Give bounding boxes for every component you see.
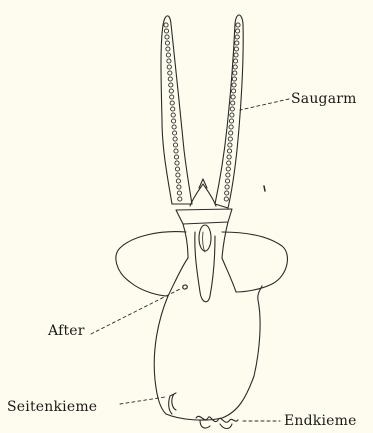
- sucker: [166, 53, 170, 57]
- sucker: [225, 191, 229, 195]
- label-after: After: [48, 323, 85, 339]
- beak: [190, 184, 216, 206]
- sucker: [228, 137, 232, 141]
- sucker: [173, 131, 177, 135]
- sucker: [178, 197, 182, 201]
- sucker: [172, 125, 176, 129]
- sucker: [230, 113, 234, 117]
- label-saugarm: Saugarm: [291, 91, 357, 107]
- sucker: [174, 149, 178, 153]
- sucker: [234, 53, 238, 57]
- sucker: [164, 23, 168, 27]
- sucker: [169, 89, 173, 93]
- sucker: [234, 47, 238, 51]
- sucker: [171, 107, 175, 111]
- sucker: [176, 173, 180, 177]
- sucker: [168, 77, 172, 81]
- label-seitenkieme: Seitenkieme: [7, 399, 97, 415]
- leader-seitenkieme: [120, 397, 165, 404]
- sucker: [164, 29, 168, 33]
- sucker: [227, 161, 231, 165]
- mantle: [154, 286, 262, 420]
- funnel-opening: [199, 225, 211, 251]
- sucker: [168, 71, 172, 75]
- sucker: [225, 179, 229, 183]
- right-fin: [222, 232, 287, 292]
- sucker: [167, 59, 171, 63]
- sucker: [235, 41, 239, 45]
- anus: [183, 285, 187, 289]
- sucker: [232, 83, 236, 87]
- end-gill: [196, 416, 238, 428]
- sucker: [224, 197, 228, 201]
- sucker: [226, 167, 230, 171]
- sucker: [232, 77, 236, 81]
- sucker: [170, 95, 174, 99]
- sucker: [226, 173, 230, 177]
- head-band: [176, 209, 232, 224]
- sucker: [177, 185, 181, 189]
- sucker: [228, 143, 232, 147]
- sucker: [170, 101, 174, 105]
- left-fin: [116, 232, 188, 296]
- sucker: [229, 125, 233, 129]
- sucker: [229, 131, 233, 135]
- sucker: [227, 155, 231, 159]
- leader-after: [91, 289, 180, 334]
- sucker: [232, 89, 236, 93]
- sucker: [171, 113, 175, 117]
- sucker: [175, 167, 179, 171]
- sucker: [235, 35, 239, 39]
- leader-lines: [91, 99, 289, 421]
- sucker: [233, 71, 237, 75]
- label-endkieme: Endkieme: [284, 413, 357, 429]
- sucker: [174, 155, 178, 159]
- sucker: [173, 137, 177, 141]
- sucker: [225, 185, 229, 189]
- head-lower: [183, 222, 228, 258]
- sucker: [229, 119, 233, 123]
- sucker: [173, 143, 177, 147]
- sucker: [234, 59, 238, 63]
- sucker: [167, 65, 171, 69]
- sucker: [169, 83, 173, 87]
- sucker: [231, 101, 235, 105]
- sucker: [176, 179, 180, 183]
- sucker: [177, 191, 181, 195]
- sucker: [172, 119, 176, 123]
- sucker: [231, 95, 235, 99]
- lateral-gill: [169, 393, 176, 414]
- leader-saugarm: [240, 99, 289, 110]
- sucker: [175, 161, 179, 165]
- sucker: [227, 149, 231, 153]
- sucker: [165, 35, 169, 39]
- sucker: [236, 29, 240, 33]
- sucker: [233, 65, 237, 69]
- sucker: [165, 41, 169, 45]
- funnel: [195, 232, 215, 302]
- sucker: [166, 47, 170, 51]
- sucker: [236, 23, 240, 27]
- sucker: [230, 107, 234, 111]
